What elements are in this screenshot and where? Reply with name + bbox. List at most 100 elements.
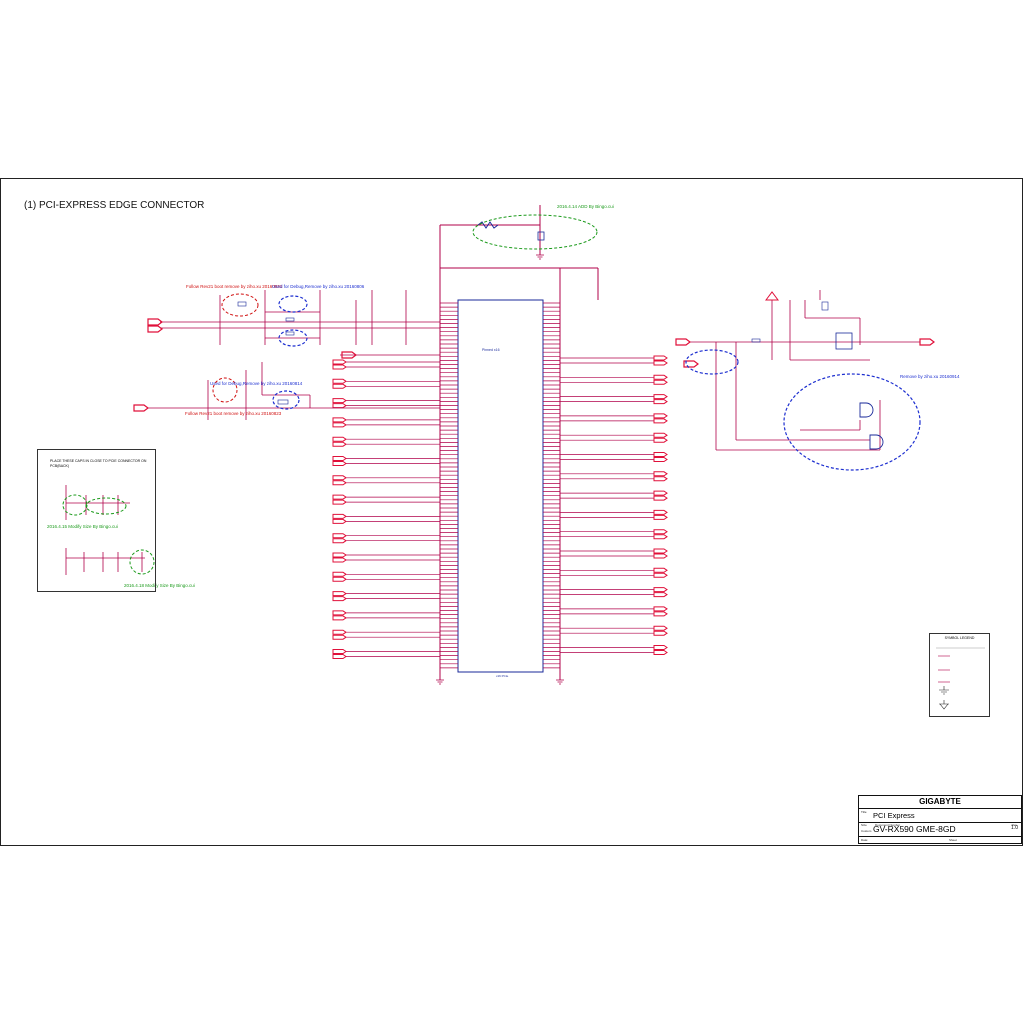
net-flag	[653, 413, 668, 419]
right-net-flags	[560, 355, 668, 655]
fuse-section	[472, 214, 598, 250]
net-flag	[653, 534, 668, 540]
remark-removed-1: Follow Rev21 boot remove by ziho.xu 2016…	[186, 284, 283, 289]
net-flag	[653, 587, 668, 593]
title-block: GIGABYTE Title PCI Express Size Custom D…	[858, 795, 1022, 844]
remark-removed-2: Follow Rev21 boot remove by ziho.xu 2016…	[185, 411, 282, 416]
net-flag	[332, 364, 347, 370]
net-flag	[653, 355, 668, 361]
net-flag	[332, 422, 347, 428]
net-flag	[332, 480, 347, 486]
net-flag	[653, 457, 668, 462]
decoupling-note-box: PLACE THESE CAPS IN CLOSE TO PCIE CONNEC…	[37, 449, 156, 592]
net-flag	[332, 649, 347, 654]
net-flag	[653, 374, 668, 380]
size-value: Custom	[861, 829, 872, 833]
net-flag	[653, 394, 668, 400]
net-flag	[653, 650, 668, 655]
net-flag	[653, 437, 668, 443]
svg-text:x16 PCIe: x16 PCIe	[496, 674, 509, 678]
net-flag	[332, 359, 347, 365]
net-flag	[332, 475, 347, 481]
date-label: Date:	[861, 838, 869, 842]
net-flag	[653, 471, 668, 477]
symbol-legend: SYMBOL LEGEND	[929, 633, 990, 717]
net-flag	[653, 418, 668, 424]
pcie-connector: Pinned x16 x16 PCIe	[440, 299, 560, 678]
net-flag	[653, 432, 668, 438]
net-flag	[332, 654, 347, 659]
net-flag	[653, 495, 668, 501]
right-circuit	[690, 290, 920, 451]
net-flag	[653, 630, 668, 636]
left-net-flags	[332, 359, 440, 659]
net-flag	[653, 379, 668, 385]
size-label: Size	[861, 823, 867, 827]
net-flag	[332, 533, 347, 539]
page-title: (1) PCI-EXPRESS EDGE CONNECTOR	[24, 200, 205, 211]
net-flag	[332, 499, 347, 505]
net-flag	[653, 548, 668, 554]
document-number: GV-RX590 GME-8GD	[873, 824, 956, 834]
net-flag	[332, 494, 347, 500]
net-flag	[332, 456, 347, 461]
net-flag	[653, 529, 668, 535]
net-flag	[332, 634, 347, 640]
net-flag	[332, 615, 347, 621]
ground-symbols	[436, 254, 564, 685]
remark-modify-1: 2016.4.15 Modify Size By Bingo.cui	[47, 524, 118, 529]
net-flag	[653, 645, 668, 650]
net-flag	[332, 557, 347, 563]
remark-add: 2016.4.14 ADD By Bingo.cui	[557, 204, 614, 209]
sheet-label: Sheet	[949, 838, 957, 842]
schematic-sheet-border	[0, 178, 1023, 846]
net-flag	[332, 403, 347, 409]
net-flag	[332, 518, 347, 524]
legend-title: SYMBOL LEGEND	[944, 636, 975, 640]
title-label: Title	[861, 810, 867, 814]
net-flag	[332, 436, 347, 442]
remark-remove-3: Remove by ziho.xu 20160914	[900, 374, 960, 379]
legend-symbols	[936, 647, 985, 710]
net-flag	[332, 378, 347, 384]
net-flag	[332, 383, 347, 389]
net-flag	[653, 360, 668, 366]
net-flag	[653, 399, 668, 405]
sheet-title: PCI Express	[873, 811, 915, 820]
rev-value: 1.0	[1011, 825, 1018, 831]
net-flag	[653, 606, 668, 612]
net-flag	[653, 514, 668, 520]
net-flag	[332, 629, 347, 635]
net-flag	[332, 576, 347, 582]
placement-note: PLACE THESE CAPS IN CLOSE TO PCIE CONNEC…	[50, 459, 147, 468]
upper-left-circuit	[148, 290, 440, 420]
net-flag	[653, 572, 668, 578]
net-flag	[653, 567, 668, 573]
net-flag	[653, 476, 668, 482]
net-flag	[653, 490, 668, 496]
net-flag	[653, 452, 668, 457]
net-flag	[653, 553, 668, 559]
net-flag	[332, 552, 347, 558]
net-flag	[332, 596, 347, 602]
net-flag	[653, 625, 668, 631]
svg-text:Pinned x16: Pinned x16	[482, 348, 500, 352]
remark-debug-2: Used for Debug,Remove by ziho.xu 2016081…	[210, 381, 303, 386]
net-flag	[332, 461, 347, 466]
net-flag	[653, 611, 668, 617]
net-flag	[653, 592, 668, 598]
company-name: GIGABYTE	[919, 797, 961, 806]
remark-modify-2: 2016.4.18 Modify Size By Bingo.cui	[124, 583, 195, 588]
net-flag	[332, 571, 347, 577]
net-flag	[332, 591, 347, 597]
net-flag	[332, 441, 347, 447]
net-flag	[332, 513, 347, 519]
net-flag	[332, 538, 347, 544]
remark-debug-1: Used for Debug,Remove by ziho.xu 2016080…	[272, 284, 365, 289]
doc-number-label: Document Number	[875, 823, 901, 827]
net-flag	[332, 398, 347, 404]
net-flag	[332, 417, 347, 423]
net-flag	[653, 509, 668, 515]
rev-label: Rev	[1011, 823, 1017, 827]
